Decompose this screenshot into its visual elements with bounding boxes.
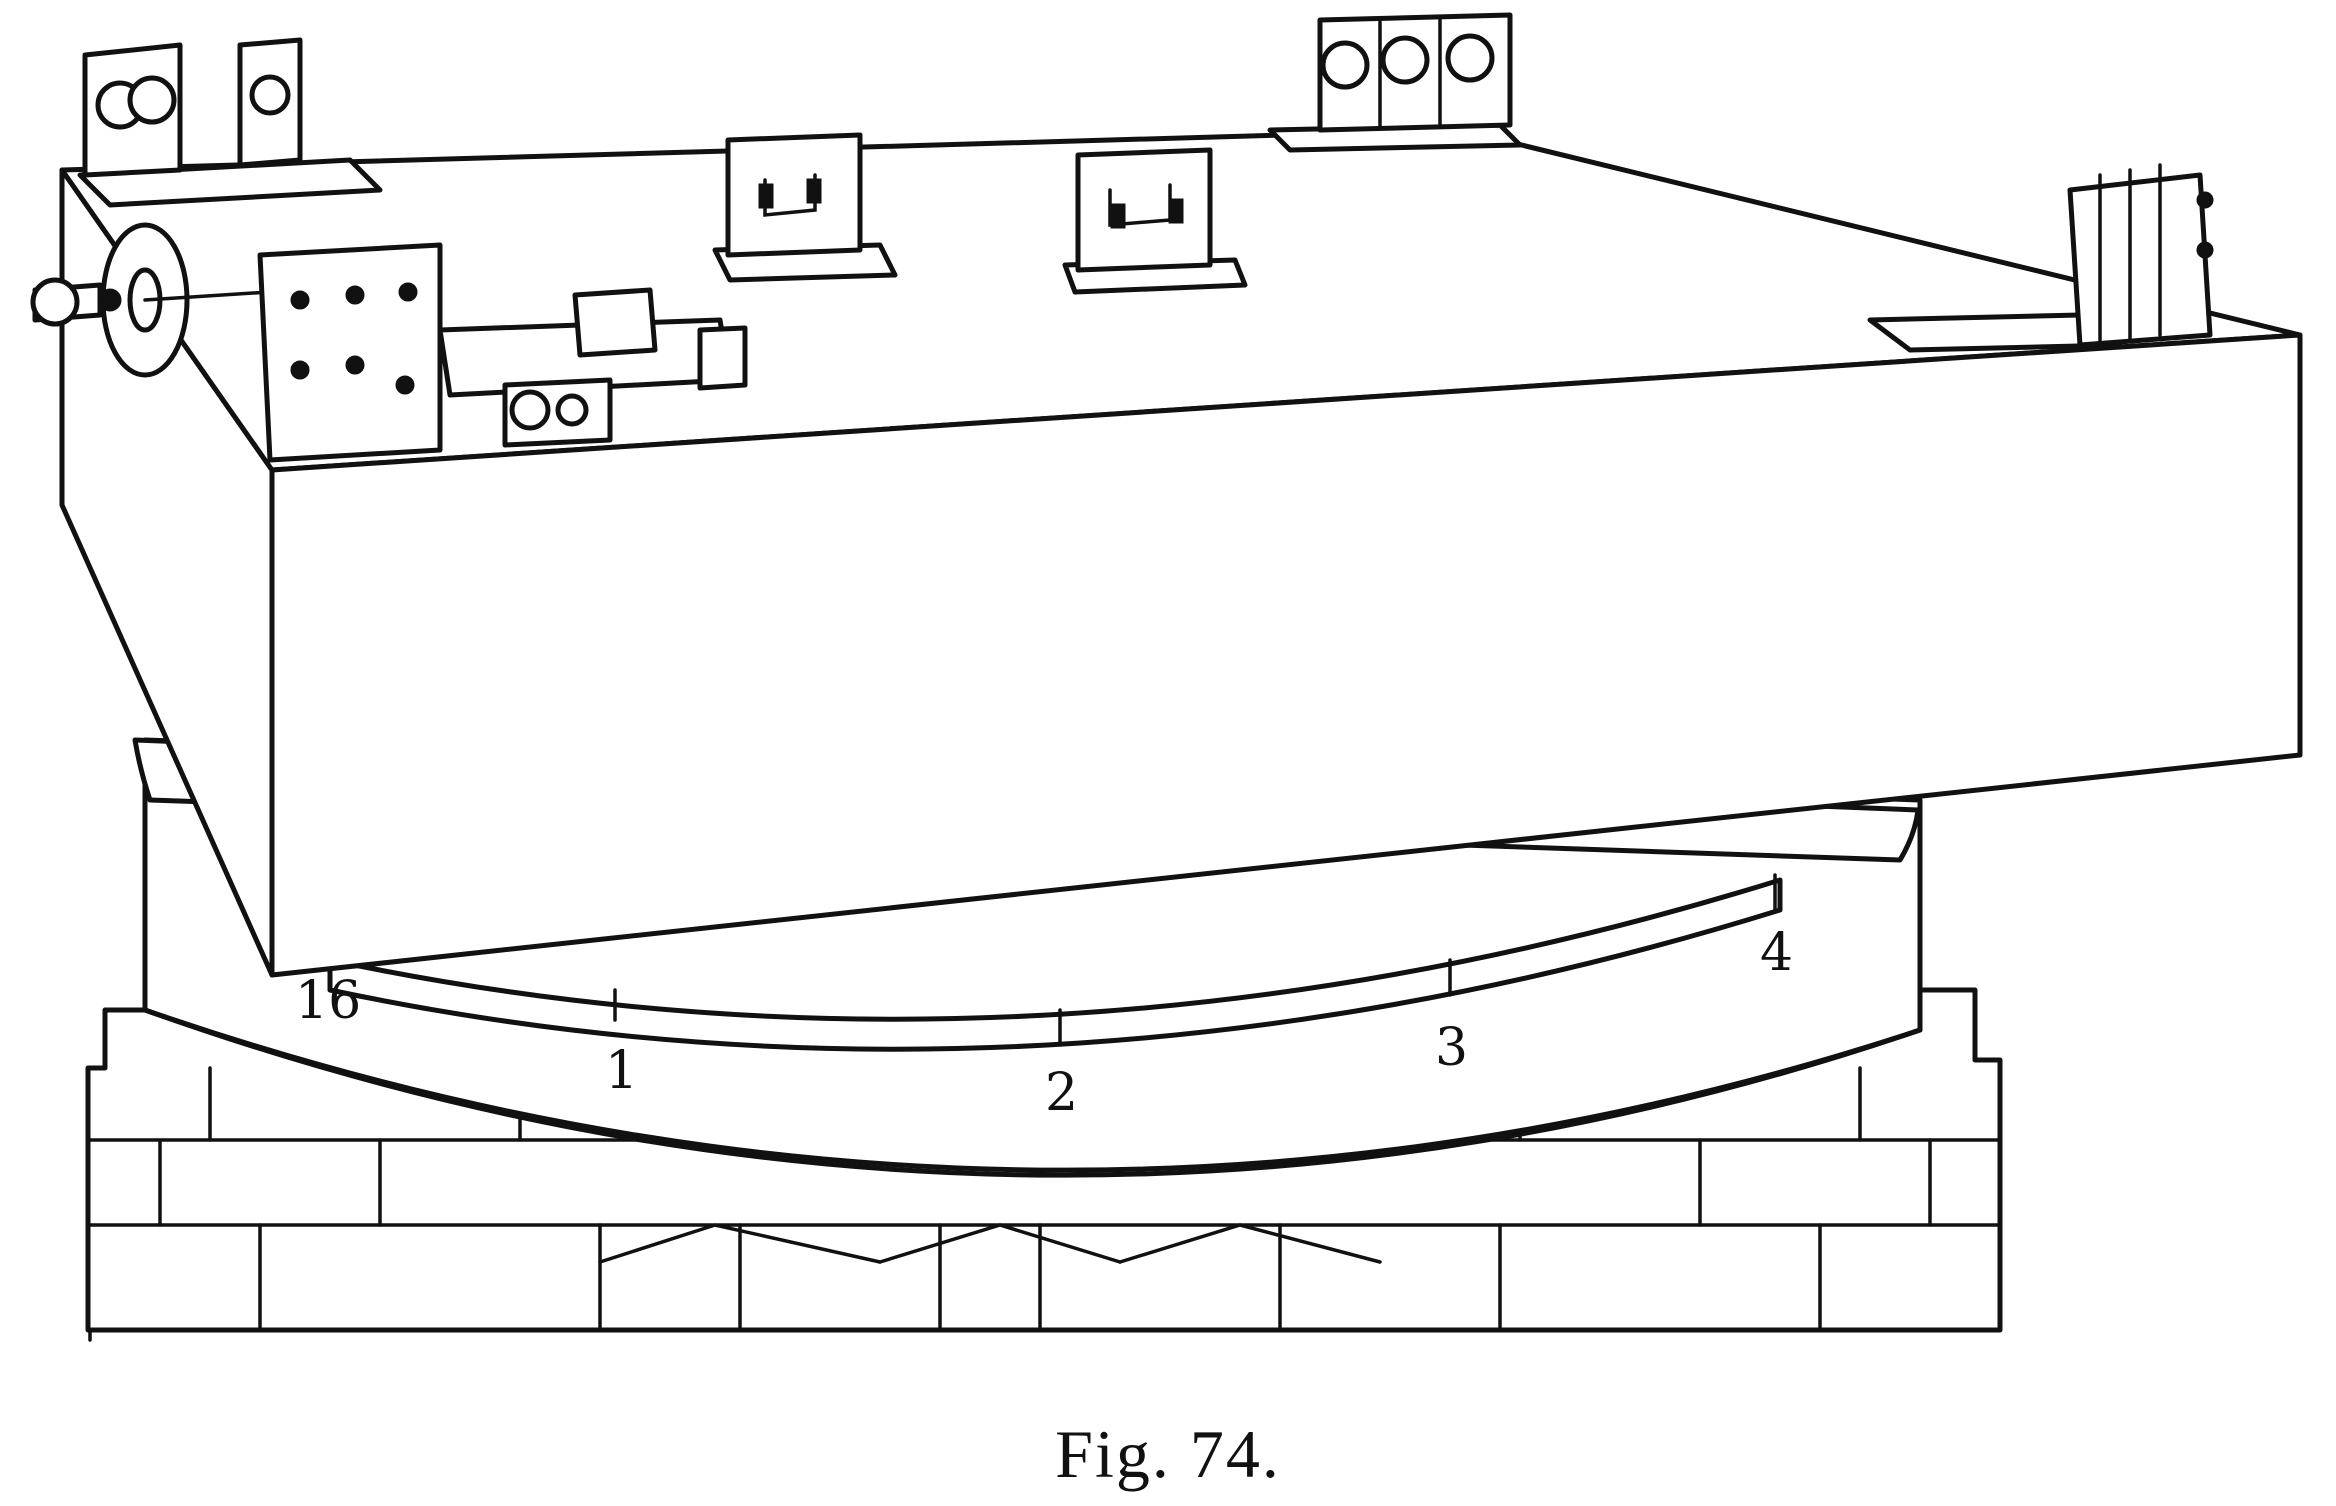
scale-label-16: 16 <box>295 971 361 1031</box>
mirror-stand-center-right <box>1062 147 1248 295</box>
scale-label-3: 3 <box>1435 1018 1468 1078</box>
mirror-stand-back <box>1267 12 1523 153</box>
scale-label-4: 4 <box>1760 923 1793 983</box>
mirror-stand-center-left <box>712 132 898 283</box>
mirror-stand-left <box>77 37 383 208</box>
telescope-assembly <box>437 287 748 448</box>
scale-label-1: 1 <box>605 1041 638 1101</box>
light-source <box>30 222 302 378</box>
mirror-stand-right <box>1867 163 2214 353</box>
perforated-plate <box>257 242 443 463</box>
scale-label-2: 2 <box>1045 1063 1078 1123</box>
figure-caption: Fig. 74. <box>1055 1416 1281 1492</box>
graduated-scale: 16 1 2 3 4 <box>295 873 1793 1123</box>
